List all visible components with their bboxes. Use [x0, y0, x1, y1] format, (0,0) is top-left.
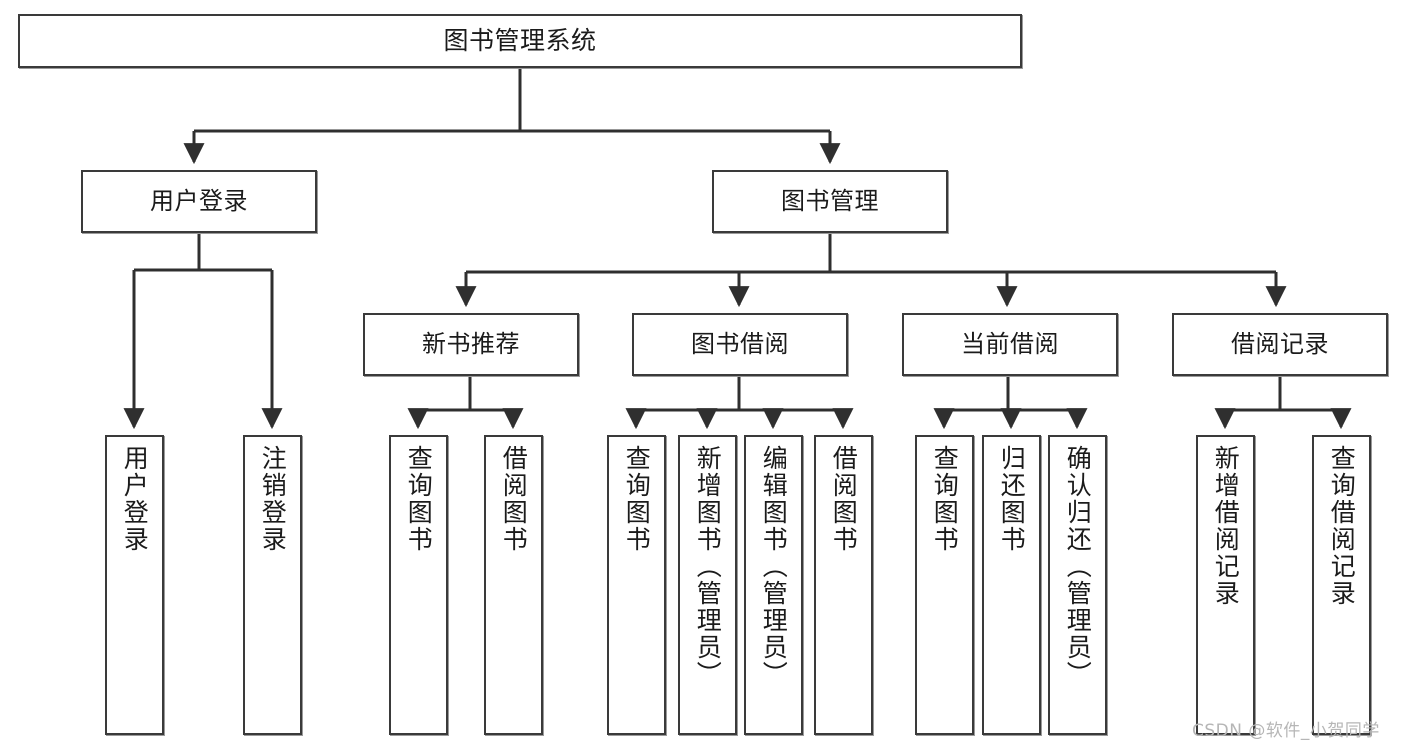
node-leaf-borrow-book-1[interactable]: 借阅图书 [484, 435, 543, 735]
node-user-login[interactable]: 用户登录 [81, 170, 317, 233]
node-leaf-edit-book-label: 编辑图书（管理员） [759, 445, 789, 688]
node-leaf-return-book-label: 归还图书 [997, 445, 1027, 553]
csdn-watermark: CSDN @软件_小贺同学 [1192, 721, 1380, 741]
node-leaf-edit-book[interactable]: 编辑图书（管理员） [744, 435, 803, 735]
node-book-borrow[interactable]: 图书借阅 [632, 313, 848, 376]
node-current-borrow[interactable]: 当前借阅 [902, 313, 1118, 376]
node-leaf-borrow-book-2-label: 借阅图书 [829, 445, 859, 553]
node-leaf-user-logout-label: 注销登录 [258, 445, 288, 553]
node-current-borrow-label: 当前借阅 [961, 330, 1059, 359]
node-leaf-query-book-3[interactable]: 查询图书 [915, 435, 974, 735]
node-book-manage-label: 图书管理 [781, 187, 879, 216]
node-new-book-rec-label: 新书推荐 [422, 330, 520, 359]
node-new-book-rec[interactable]: 新书推荐 [363, 313, 579, 376]
node-leaf-add-record-label: 新增借阅记录 [1211, 445, 1241, 607]
node-book-manage[interactable]: 图书管理 [712, 170, 948, 233]
node-book-borrow-label: 图书借阅 [691, 330, 789, 359]
node-leaf-user-login[interactable]: 用户登录 [105, 435, 164, 735]
node-leaf-query-book-2[interactable]: 查询图书 [607, 435, 666, 735]
node-leaf-query-book-1-label: 查询图书 [404, 445, 434, 553]
node-leaf-user-logout[interactable]: 注销登录 [243, 435, 302, 735]
node-user-login-label: 用户登录 [150, 187, 248, 216]
node-root[interactable]: 图书管理系统 [18, 14, 1022, 68]
node-leaf-query-record[interactable]: 查询借阅记录 [1312, 435, 1371, 735]
node-leaf-user-login-label: 用户登录 [120, 445, 150, 553]
node-leaf-return-book[interactable]: 归还图书 [982, 435, 1041, 735]
node-leaf-add-book[interactable]: 新增图书（管理员） [678, 435, 737, 735]
node-borrow-record[interactable]: 借阅记录 [1172, 313, 1388, 376]
node-leaf-borrow-book-1-label: 借阅图书 [499, 445, 529, 553]
node-leaf-confirm-return-label: 确认归还（管理员） [1063, 445, 1093, 688]
node-borrow-record-label: 借阅记录 [1231, 330, 1329, 359]
node-root-label: 图书管理系统 [443, 26, 597, 56]
node-leaf-query-record-label: 查询借阅记录 [1327, 445, 1357, 607]
node-leaf-query-book-3-label: 查询图书 [930, 445, 960, 553]
node-leaf-query-book-1[interactable]: 查询图书 [389, 435, 448, 735]
node-leaf-borrow-book-2[interactable]: 借阅图书 [814, 435, 873, 735]
node-leaf-add-book-label: 新增图书（管理员） [693, 445, 723, 688]
node-leaf-confirm-return[interactable]: 确认归还（管理员） [1048, 435, 1107, 735]
node-leaf-query-book-2-label: 查询图书 [622, 445, 652, 553]
node-leaf-add-record[interactable]: 新增借阅记录 [1196, 435, 1255, 735]
